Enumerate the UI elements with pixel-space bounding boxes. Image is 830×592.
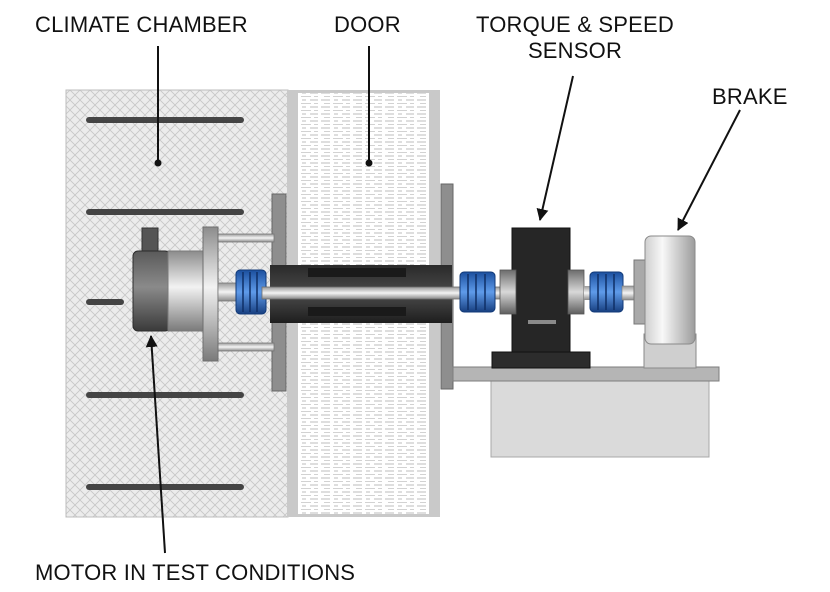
climate-chamber-label: CLIMATE CHAMBER (35, 12, 248, 37)
chamber-dot (154, 159, 162, 167)
coupling-middle (459, 271, 496, 313)
support-rod (215, 342, 275, 352)
motor-arrow (145, 335, 166, 554)
motor (132, 226, 239, 362)
torque-sensor-label-line1: TORQUE & SPEED (476, 12, 674, 37)
brake (633, 235, 697, 369)
door-dot (365, 159, 373, 167)
bench-block (490, 379, 710, 458)
brake-arrow (677, 109, 741, 231)
chamber-rail (86, 484, 244, 490)
bench-plate (452, 366, 720, 382)
chamber-rail (86, 117, 244, 123)
support-rod (215, 233, 275, 243)
coupling-right (589, 271, 641, 313)
door-label: DOOR (334, 12, 401, 37)
torque-sensor-label-line2: SENSOR (527, 38, 623, 63)
motor-label: MOTOR IN TEST CONDITIONS (35, 560, 356, 585)
chamber-rail (86, 299, 124, 305)
chamber-rail (86, 209, 244, 215)
brake-label: BRAKE (712, 84, 788, 109)
chamber-rail (86, 392, 244, 398)
coupling-left (235, 269, 267, 315)
torque-speed-sensor (491, 227, 592, 369)
torque-sensor-label: TORQUE & SPEED SENSOR (460, 12, 690, 64)
sensor-arrow (536, 75, 574, 221)
